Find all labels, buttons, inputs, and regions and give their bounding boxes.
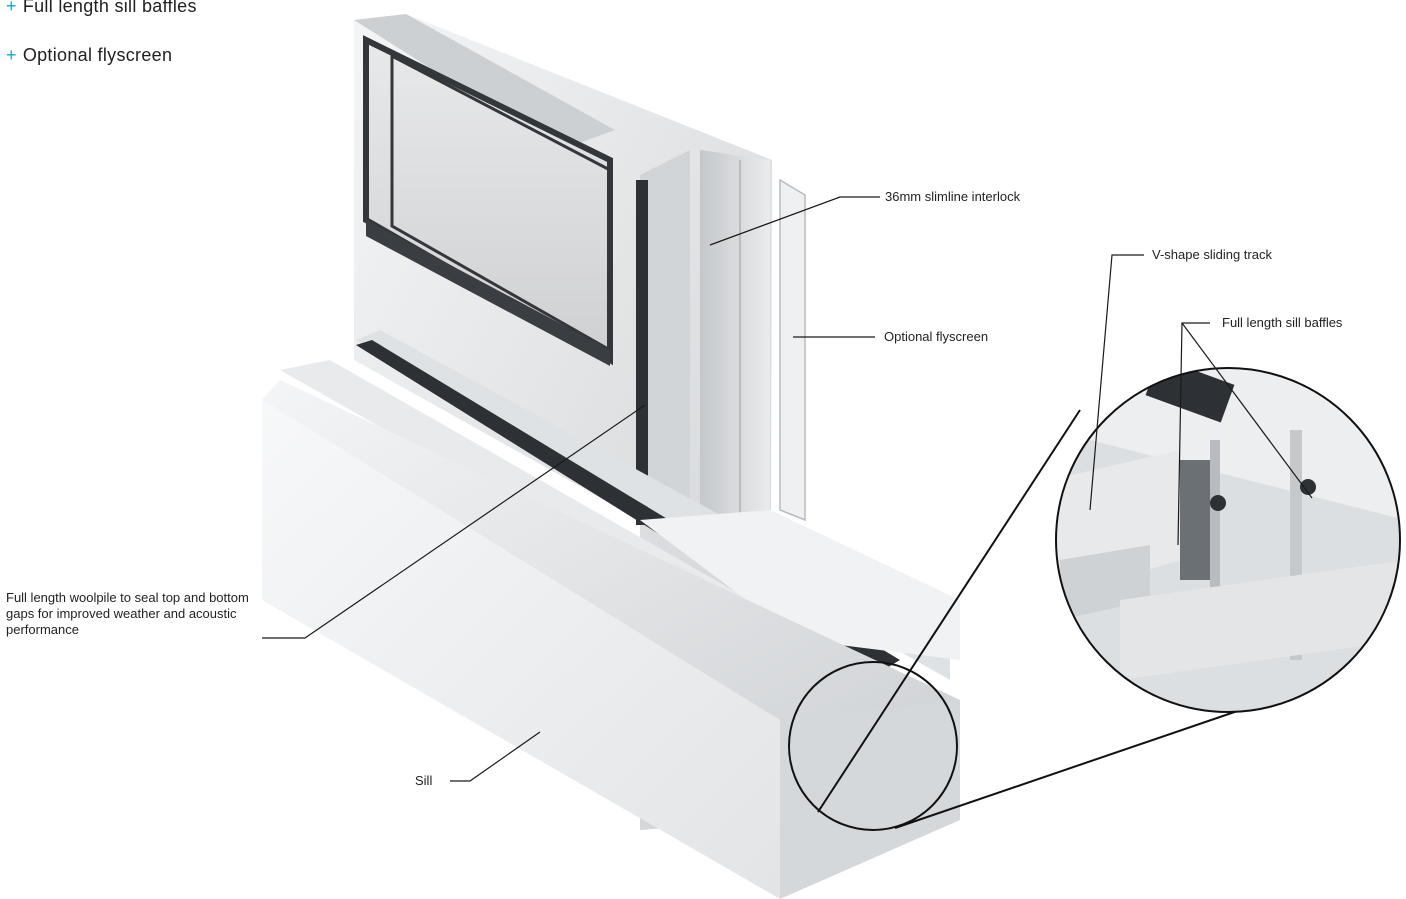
- leader-woolpile: [262, 404, 646, 639]
- magnified-inset: [1055, 367, 1401, 713]
- zoom-connector: [894, 704, 1256, 829]
- leader-lines: [262, 196, 1313, 782]
- feature-bullet: +Optional flyscreen: [6, 45, 172, 66]
- callout-woolpile: Full length woolpile to seal top and bot…: [6, 590, 249, 637]
- feature-bullet: + Full length sill baffles: [6, 0, 197, 17]
- interlock-profile: [700, 150, 770, 525]
- callout-baffles: Full length sill baffles: [1222, 315, 1343, 330]
- flyscreen-frame: [779, 178, 806, 522]
- plus-icon: +: [6, 45, 17, 65]
- callout-interlock: 36mm slimline interlock: [885, 189, 1021, 204]
- detail-circle: [788, 661, 958, 831]
- sill-rails: [262, 330, 960, 899]
- feature-text: Optional flyscreen: [22, 45, 173, 65]
- callout-vtrack: V-shape sliding track: [1152, 247, 1272, 262]
- leader-vtrack: [1089, 254, 1144, 511]
- zoom-connector: [817, 409, 1081, 813]
- callout-sill: Sill: [415, 773, 433, 788]
- baffle-detail: [1180, 460, 1210, 580]
- leader-baffles: [1181, 322, 1313, 499]
- callout-flyscreen: Optional flyscreen: [884, 329, 989, 344]
- plus-icon: +: [6, 0, 17, 16]
- sill-profile: [262, 400, 780, 899]
- interlock-seal: [636, 180, 648, 525]
- leader-interlock: [709, 196, 880, 246]
- leader-sill: [450, 731, 541, 782]
- feature-text: Full length sill baffles: [22, 0, 197, 16]
